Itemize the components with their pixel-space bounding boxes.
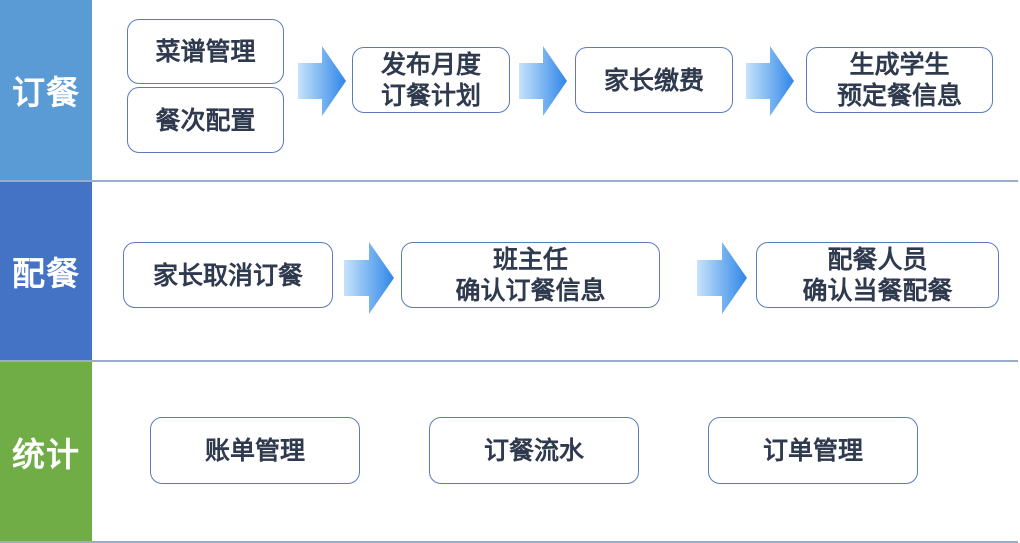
- right-arrow-icon: [298, 46, 346, 116]
- meal-config-box: 餐次配置: [127, 87, 284, 153]
- divider: [0, 360, 1018, 362]
- order-row: 订餐 菜谱管理 餐次配置 发布月度 订餐计划 家长缴费: [0, 0, 1018, 180]
- dispatch-row-label: 配餐: [0, 182, 92, 360]
- menu-management-box: 菜谱管理: [127, 19, 284, 84]
- right-arrow-icon: [697, 242, 747, 314]
- right-arrow-icon: [746, 46, 794, 116]
- parent-payment-box: 家长缴费: [575, 47, 733, 113]
- right-arrow-icon: [344, 242, 394, 314]
- publish-monthly-plan-box: 发布月度 订餐计划: [352, 47, 510, 113]
- dispatch-row: 配餐 家长取消订餐 班主任 确认订餐信息 配餐人员 确认当餐配餐: [0, 182, 1018, 360]
- bill-management-box: 账单管理: [150, 417, 360, 484]
- teacher-confirm-box: 班主任 确认订餐信息: [401, 242, 660, 308]
- generate-student-info-box: 生成学生 预定餐信息: [806, 47, 993, 113]
- divider: [0, 180, 1018, 182]
- order-management-box: 订单管理: [708, 417, 918, 484]
- divider: [0, 541, 1018, 543]
- staff-confirm-box: 配餐人员 确认当餐配餐: [756, 242, 999, 308]
- stats-row-label: 统计: [0, 362, 92, 541]
- parent-cancel-order-box: 家长取消订餐: [123, 242, 333, 308]
- right-arrow-icon: [519, 46, 567, 116]
- order-flow-box: 订餐流水: [429, 417, 639, 484]
- order-row-label: 订餐: [0, 0, 92, 180]
- stats-row: 统计 账单管理 订餐流水 订单管理: [0, 362, 1018, 541]
